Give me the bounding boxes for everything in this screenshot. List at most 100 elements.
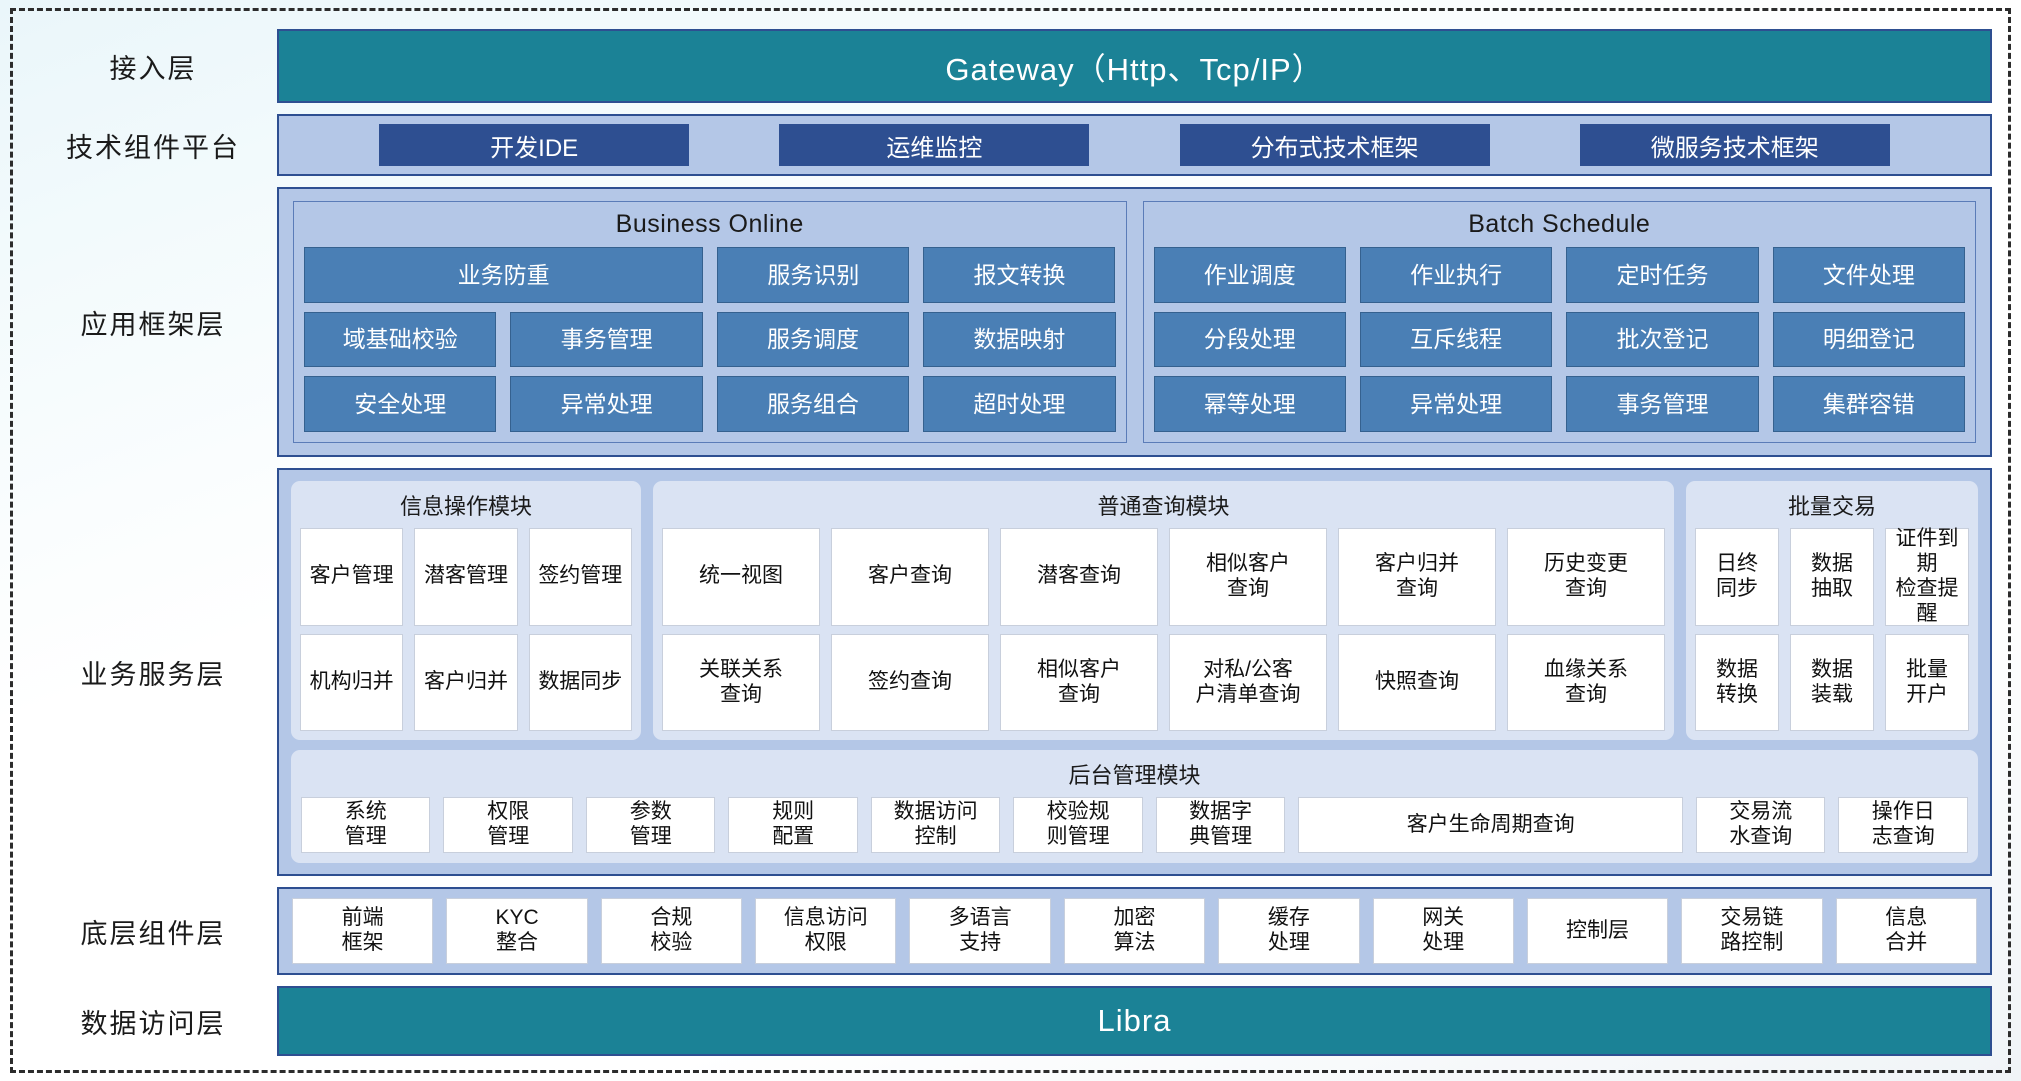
tech-button-microservice-framework[interactable]: 微服务技术框架 bbox=[1579, 124, 1890, 166]
layer-access: 接入层 Gateway（Http、Tcp/IP） bbox=[29, 29, 1992, 103]
cell-validation-rule-mgmt[interactable]: 校验规则管理 bbox=[1013, 797, 1143, 853]
comp-cell-info-access-permission[interactable]: 信息访问权限 bbox=[755, 898, 897, 964]
cell-prospect-query[interactable]: 潜客查询 bbox=[1000, 528, 1158, 626]
comp-cell-transaction-link-control[interactable]: 交易链路控制 bbox=[1681, 898, 1823, 964]
tech-button-ide[interactable]: 开发IDE bbox=[379, 124, 690, 166]
app-cell-service-dispatch[interactable]: 服务调度 bbox=[716, 311, 910, 368]
layer-data-access: 数据访问层 Libra bbox=[29, 986, 1992, 1056]
group-business-online: Business Online 业务防重 服务识别 报文转换 域基础校验 事务管… bbox=[293, 201, 1127, 443]
comp-cell-frontend-framework[interactable]: 前端框架 bbox=[292, 898, 434, 964]
cell-rule-config[interactable]: 规则配置 bbox=[728, 797, 858, 853]
app-cell-segment-process[interactable]: 分段处理 bbox=[1153, 311, 1346, 368]
module-batch-transaction: 批量交易 日终同步 数据抽取 证件到期检查提醒 数据转换 数据装载 批量开户 bbox=[1686, 481, 1978, 741]
group-title-business-online: Business Online bbox=[615, 210, 804, 238]
app-cell-job-execute[interactable]: 作业执行 bbox=[1359, 247, 1553, 303]
app-cell-cluster-fault-tolerance[interactable]: 集群容错 bbox=[1772, 376, 1965, 433]
architecture-diagram: 接入层 Gateway（Http、Tcp/IP） 技术组件平台 开发IDE 运维… bbox=[10, 8, 2011, 1073]
cell-customer-merge-query[interactable]: 客户归并查询 bbox=[1338, 528, 1496, 626]
spacer bbox=[29, 975, 1992, 986]
spacer bbox=[29, 103, 1992, 114]
layer-label-business-service: 业务服务层 bbox=[80, 659, 226, 690]
cell-snapshot-query[interactable]: 快照查询 bbox=[1338, 633, 1496, 732]
group-batch-schedule: Batch Schedule 作业调度 作业执行 定时任务 文件处理 分段处理 … bbox=[1142, 201, 1976, 443]
gateway-bar[interactable]: Gateway（Http、Tcp/IP） bbox=[277, 29, 1992, 103]
module-row: 系统管理 权限管理 参数管理 规则配置 数据访问控制 校验规则管理 数据字典管理… bbox=[301, 797, 1968, 853]
app-cell-transaction-mgmt-batch[interactable]: 事务管理 bbox=[1566, 376, 1759, 433]
libra-bar[interactable]: Libra bbox=[277, 986, 1992, 1056]
cell-eod-sync[interactable]: 日终同步 bbox=[1695, 528, 1779, 626]
comp-cell-info-merge[interactable]: 信息合并 bbox=[1835, 898, 1977, 964]
cell-data-access-control[interactable]: 数据访问控制 bbox=[870, 797, 1001, 853]
app-cell-detail-register[interactable]: 明细登记 bbox=[1772, 311, 1965, 368]
cell-history-change-query[interactable]: 历史变更查询 bbox=[1507, 528, 1665, 626]
cell-unified-view[interactable]: 统一视图 bbox=[662, 528, 820, 626]
comp-cell-gateway-process[interactable]: 网关处理 bbox=[1372, 898, 1514, 964]
app-cell-business-dedup[interactable]: 业务防重 bbox=[304, 247, 704, 303]
cell-data-extract[interactable]: 数据抽取 bbox=[1790, 528, 1874, 626]
module-common-query: 普通查询模块 统一视图 客户查询 潜客查询 相似客户查询 客户归并查询 历史变更… bbox=[653, 481, 1674, 741]
cell-private-public-list-query[interactable]: 对私/公客户清单查询 bbox=[1169, 633, 1327, 732]
app-cell-file-process[interactable]: 文件处理 bbox=[1772, 247, 1965, 303]
app-cell-exception-process[interactable]: 异常处理 bbox=[510, 376, 703, 433]
app-cell-exception-process-batch[interactable]: 异常处理 bbox=[1359, 376, 1553, 433]
module-title-admin: 后台管理模块 bbox=[1068, 763, 1201, 789]
cell-parameter-mgmt[interactable]: 参数管理 bbox=[585, 797, 716, 853]
cell-system-mgmt[interactable]: 系统管理 bbox=[301, 797, 431, 853]
cell-cert-expiry-reminder[interactable]: 证件到期检查提醒 bbox=[1885, 527, 1969, 626]
tech-button-ops-monitor[interactable]: 运维监控 bbox=[779, 124, 1090, 166]
cell-batch-account-open[interactable]: 批量开户 bbox=[1885, 633, 1969, 732]
tech-platform-panel: 开发IDE 运维监控 分布式技术框架 微服务技术框架 bbox=[277, 114, 1992, 176]
cell-prospect-mgmt[interactable]: 潜客管理 bbox=[414, 528, 518, 626]
layer-app-framework: 应用框架层 Business Online 业务防重 服务识别 报文转换 域基础… bbox=[29, 187, 1992, 457]
app-row: 域基础校验 事务管理 服务调度 数据映射 bbox=[304, 311, 1116, 368]
cell-data-transform[interactable]: 数据转换 bbox=[1695, 633, 1779, 732]
cell-org-merge[interactable]: 机构归并 bbox=[300, 633, 404, 732]
comp-cell-control-layer[interactable]: 控制层 bbox=[1526, 898, 1669, 964]
app-cell-security-process[interactable]: 安全处理 bbox=[304, 376, 497, 433]
cell-similar-customer-query[interactable]: 相似客户查询 bbox=[1169, 528, 1327, 626]
app-cell-domain-validation[interactable]: 域基础校验 bbox=[304, 311, 497, 368]
app-cell-transaction-mgmt[interactable]: 事务管理 bbox=[510, 311, 703, 368]
cell-contract-mgmt[interactable]: 签约管理 bbox=[528, 528, 632, 626]
cell-similar-customer-query-2[interactable]: 相似客户查询 bbox=[1000, 633, 1158, 732]
app-cell-service-identify[interactable]: 服务识别 bbox=[717, 247, 910, 303]
cell-data-sync[interactable]: 数据同步 bbox=[528, 633, 632, 732]
cell-customer-merge[interactable]: 客户归并 bbox=[414, 633, 518, 732]
cell-customer-query[interactable]: 客户查询 bbox=[831, 528, 989, 626]
cell-customer-lifecycle-query[interactable]: 客户生命周期查询 bbox=[1298, 797, 1683, 853]
cell-contract-query[interactable]: 签约查询 bbox=[831, 633, 989, 732]
app-cell-batch-register[interactable]: 批次登记 bbox=[1566, 311, 1759, 368]
app-cell-data-mapping[interactable]: 数据映射 bbox=[923, 311, 1116, 368]
cell-customer-mgmt[interactable]: 客户管理 bbox=[300, 528, 404, 626]
layer-label-data-access: 数据访问层 bbox=[80, 1008, 226, 1039]
app-cell-job-schedule[interactable]: 作业调度 bbox=[1153, 247, 1346, 303]
comp-cell-encryption-algorithm[interactable]: 加密算法 bbox=[1063, 898, 1206, 964]
cell-relation-query[interactable]: 关联关系查询 bbox=[662, 633, 820, 732]
app-cell-idempotent-process[interactable]: 幂等处理 bbox=[1153, 376, 1346, 433]
app-row: 分段处理 互斥线程 批次登记 明细登记 bbox=[1153, 311, 1965, 368]
comp-cell-compliance-check[interactable]: 合规校验 bbox=[600, 898, 743, 964]
cell-lineage-query[interactable]: 血缘关系查询 bbox=[1507, 633, 1665, 732]
app-row: 作业调度 作业执行 定时任务 文件处理 bbox=[1153, 247, 1965, 303]
cell-permission-mgmt[interactable]: 权限管理 bbox=[443, 797, 573, 853]
cell-operation-log-query[interactable]: 操作日志查询 bbox=[1838, 797, 1968, 853]
module-row: 客户管理 潜客管理 签约管理 bbox=[300, 528, 632, 626]
module-info-operation: 信息操作模块 客户管理 潜客管理 签约管理 机构归并 客户归并 数据同步 bbox=[291, 481, 641, 741]
app-cell-mutex-thread[interactable]: 互斥线程 bbox=[1359, 311, 1553, 368]
comp-cell-multilanguage-support[interactable]: 多语言支持 bbox=[909, 898, 1051, 964]
module-row: 日终同步 数据抽取 证件到期检查提醒 bbox=[1695, 527, 1969, 626]
tech-button-distributed-framework[interactable]: 分布式技术框架 bbox=[1179, 124, 1490, 166]
app-cell-message-transform[interactable]: 报文转换 bbox=[923, 247, 1116, 303]
layer-label-component: 底层组件层 bbox=[80, 918, 226, 949]
app-cell-timeout-process[interactable]: 超时处理 bbox=[923, 376, 1116, 433]
cell-data-load[interactable]: 数据装载 bbox=[1790, 633, 1874, 732]
app-cell-service-composition[interactable]: 服务组合 bbox=[716, 376, 910, 433]
business-service-panel: 信息操作模块 客户管理 潜客管理 签约管理 机构归并 客户归并 数据同步 bbox=[277, 468, 1992, 876]
comp-cell-cache-process[interactable]: 缓存处理 bbox=[1218, 898, 1360, 964]
app-cell-timed-task[interactable]: 定时任务 bbox=[1566, 247, 1759, 303]
cell-data-dictionary-mgmt[interactable]: 数据字典管理 bbox=[1155, 797, 1286, 853]
cell-transaction-flow-query[interactable]: 交易流水查询 bbox=[1696, 797, 1826, 853]
